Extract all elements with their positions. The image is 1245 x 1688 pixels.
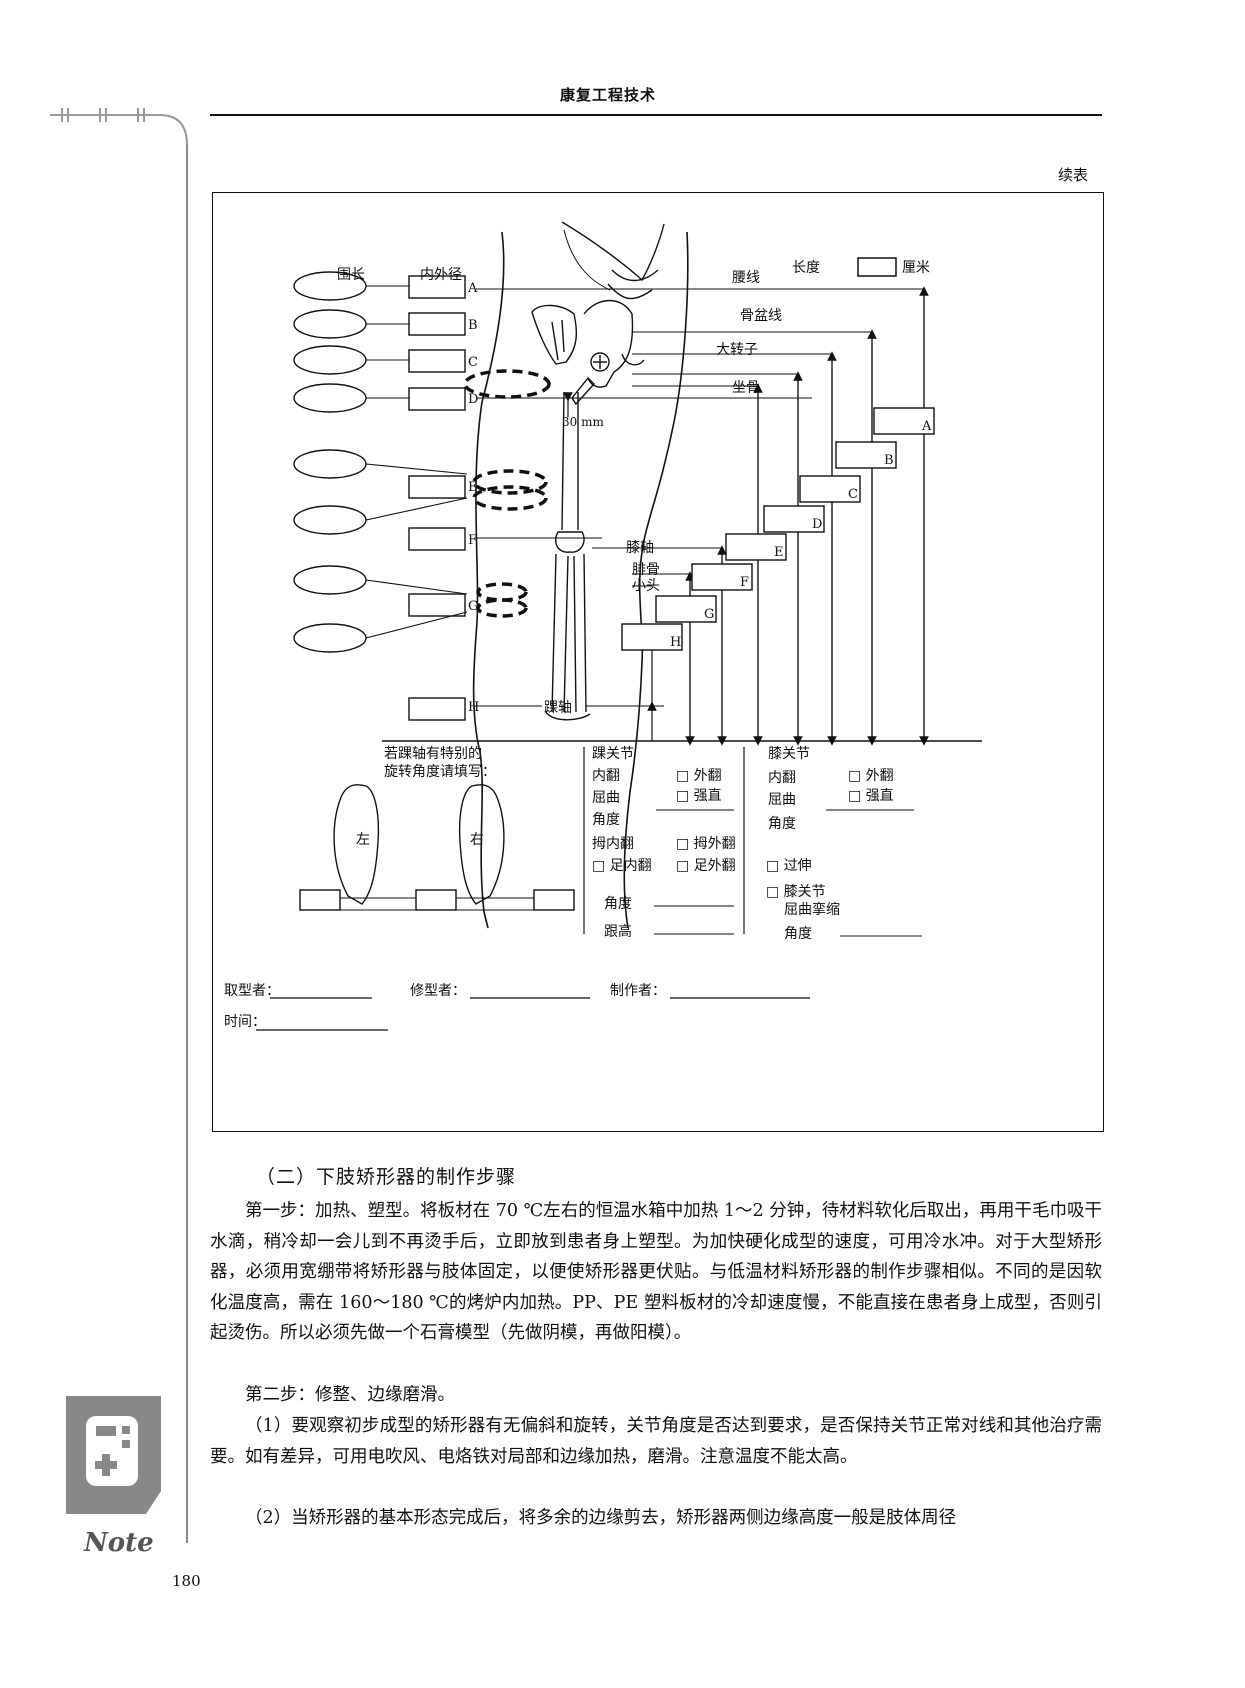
note-badge-icon — [66, 1396, 166, 1516]
svg-text:角度: 角度 — [784, 926, 812, 942]
svg-text:□ 外翻: □ 外翻 — [848, 768, 894, 784]
left-foot-label: 左 — [356, 832, 370, 848]
paragraph-step2: 第二步：修整、边缘磨滑。 — [210, 1380, 1102, 1411]
svg-text:F: F — [468, 533, 477, 548]
svg-text:B: B — [468, 318, 478, 333]
svg-text:C: C — [468, 355, 478, 370]
knee-section: 膝关节 内翻 □ 外翻 屈曲 □ 强直 角度 □ 过伸 □ 膝关节 屈曲挛缩 角… — [766, 746, 922, 942]
svg-text:角度: 角度 — [604, 896, 632, 912]
pelvis-line-label: 骨盆线 — [740, 308, 782, 324]
circumference-ovals — [294, 272, 366, 652]
svg-text:A: A — [467, 281, 478, 296]
svg-text:□ 膝关节: □ 膝关节 — [766, 884, 826, 900]
ischium-label: 坐骨 — [732, 380, 760, 396]
svg-text:H: H — [670, 635, 681, 650]
continued-label: 续表 — [1058, 164, 1088, 185]
col-diameter-label: 内外径 — [420, 267, 462, 283]
rotation-note-1: 若踝轴有特别的 — [384, 746, 482, 762]
svg-text:E: E — [468, 480, 478, 495]
level-letters: A B C D E F G H — [467, 281, 479, 715]
svg-text:□ 拇外翻: □ 拇外翻 — [676, 836, 736, 852]
svg-text:G: G — [704, 607, 714, 622]
margin-rule — [186, 145, 188, 1543]
svg-text:膝关节: 膝关节 — [768, 746, 810, 762]
note-label: Note — [84, 1528, 154, 1558]
rotation-boxes — [300, 890, 574, 910]
leg-measurement-diagram: 围长 内外径 长度 厘米 30 mm — [212, 192, 1104, 1132]
right-foot-label: 右 — [470, 832, 484, 848]
svg-text:C: C — [848, 487, 858, 502]
svg-text:B: B — [884, 453, 894, 468]
svg-text:E: E — [774, 545, 784, 560]
length-legend-label: 长度 — [792, 260, 820, 276]
svg-text:G: G — [468, 599, 478, 614]
leg-bones — [546, 353, 609, 720]
svg-text:A: A — [921, 419, 932, 434]
offset-30mm-label: 30 mm — [562, 415, 604, 429]
svg-text:D: D — [468, 392, 478, 407]
svg-text:角度: 角度 — [592, 812, 620, 828]
length-box-letters: A B C D E F G H — [670, 419, 932, 650]
svg-text:屈曲: 屈曲 — [768, 792, 796, 808]
section-heading: （二）下肢矫形器的制作步骤 — [256, 1162, 516, 1189]
running-title: 康复工程技术 — [560, 84, 656, 105]
svg-text:F: F — [740, 575, 749, 590]
ankle-axis-label: 踝轴 — [544, 700, 572, 716]
waist-line-label: 腰线 — [732, 270, 760, 286]
header-rule — [210, 114, 1102, 116]
diameter-boxes — [409, 276, 465, 720]
svg-text:□ 足外翻: □ 足外翻 — [676, 858, 736, 874]
paragraph-step2-item2: （2）当矫形器的基本形态完成后，将多余的边缘剪去，矫形器两侧边缘高度一般是肢体周… — [210, 1503, 1102, 1534]
unit-cm-label: 厘米 — [902, 260, 930, 276]
svg-text:跟高: 跟高 — [604, 923, 632, 940]
length-legend-box — [858, 258, 896, 276]
svg-text:H: H — [468, 700, 479, 715]
fibula-head-label-1: 腓骨 — [632, 562, 660, 578]
svg-text:屈曲挛缩: 屈曲挛缩 — [784, 901, 840, 918]
svg-text:角度: 角度 — [768, 816, 796, 832]
time-label: 时间： — [224, 1014, 266, 1030]
margin-ornament — [0, 100, 200, 160]
svg-text:□ 外翻: □ 外翻 — [676, 768, 722, 784]
svg-text:内翻: 内翻 — [768, 770, 796, 786]
paragraph-step2-item1: （1）要观察初步成型的矫形器有无偏斜和旋转，关节角度是否达到要求，是否保持关节正… — [210, 1411, 1102, 1472]
svg-text:踝关节: 踝关节 — [592, 746, 634, 762]
svg-text:屈曲: 屈曲 — [592, 790, 620, 806]
svg-text:□ 强直: □ 强直 — [676, 787, 722, 804]
maker-label: 制作者： — [610, 983, 666, 999]
svg-text:□ 过伸: □ 过伸 — [766, 858, 812, 874]
svg-text:拇内翻: 拇内翻 — [592, 836, 634, 852]
rotation-note-2: 旋转角度请填写： — [384, 764, 496, 780]
svg-text:D: D — [812, 517, 822, 532]
svg-text:内翻: 内翻 — [592, 768, 620, 784]
fibula-head-label-2: 小头 — [632, 578, 660, 594]
knee-axis-label: 膝轴 — [626, 540, 654, 556]
page-number: 180 — [172, 1572, 201, 1590]
molder-label: 取型者： — [224, 983, 280, 999]
modifier-label: 修型者： — [410, 983, 466, 999]
paragraph-step1: 第一步：加热、塑型。将板材在 70 ℃左右的恒温水箱中加热 1～2 分钟，待材料… — [210, 1196, 1102, 1349]
svg-text:□ 强直: □ 强直 — [848, 787, 894, 804]
svg-text:□ 足内翻: □ 足内翻 — [592, 858, 652, 874]
ankle-section: 踝关节 内翻 □ 外翻 屈曲 □ 强直 角度 拇内翻 □ 拇外翻 □ 足内翻 □… — [592, 746, 736, 940]
greater-trochanter-label: 大转子 — [716, 342, 758, 358]
